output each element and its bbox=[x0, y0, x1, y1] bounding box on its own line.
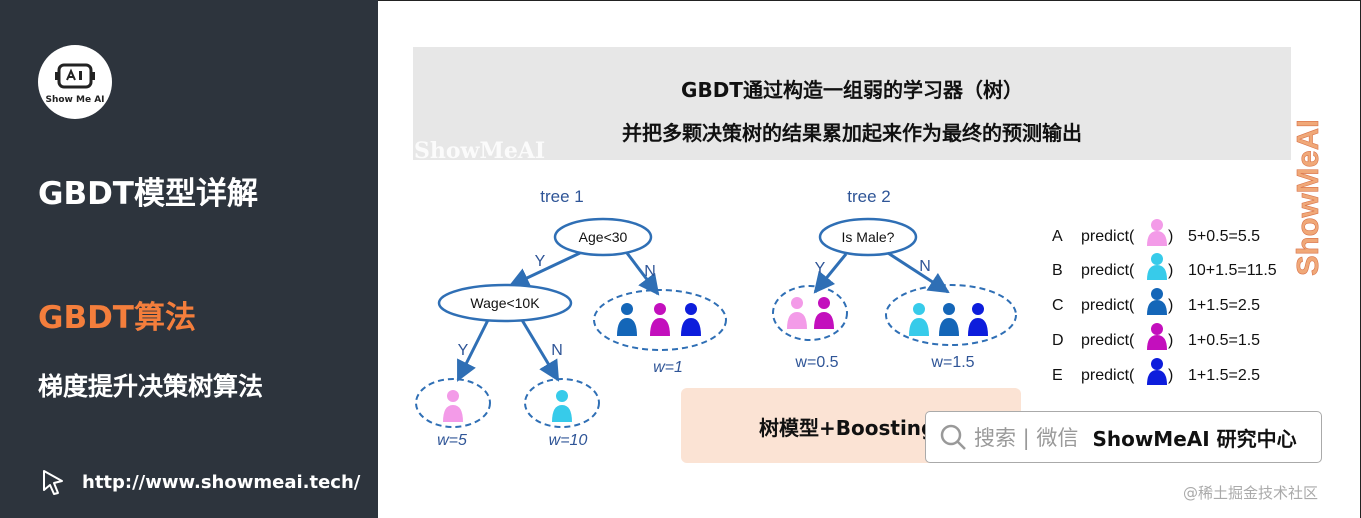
prediction-label: predict( bbox=[1081, 367, 1135, 384]
prediction-close: ) bbox=[1168, 332, 1173, 349]
source-credit: @稀土掘金技术社区 bbox=[1183, 484, 1319, 502]
tree2-leaf-left bbox=[772, 285, 848, 341]
logo: Show Me AI bbox=[38, 45, 112, 119]
tree2-root-label: Is Male? bbox=[842, 229, 895, 245]
person-icon-d bbox=[1147, 323, 1167, 350]
prediction-result: 10+1.5=11.5 bbox=[1188, 262, 1277, 279]
person-icon-a bbox=[787, 297, 807, 329]
prediction-close: ) bbox=[1168, 367, 1173, 384]
website-url[interactable]: http://www.showmeai.tech/ bbox=[82, 471, 361, 493]
page-title: GBDT模型详解 bbox=[38, 176, 258, 212]
wechat-search-box[interactable]: 搜索 | 微信 ShowMeAI 研究中心 bbox=[925, 411, 1322, 463]
prediction-row-d: D predict( ) 1+0.5=1.5 bbox=[1052, 323, 1260, 350]
tree2-root-node bbox=[818, 217, 918, 257]
tree1-leaf-right-weight: w=1 bbox=[653, 359, 683, 376]
person-icon-c bbox=[939, 303, 959, 336]
prediction-close: ) bbox=[1168, 228, 1173, 245]
prediction-label: predict( bbox=[1081, 262, 1135, 279]
tree1-edge-yes bbox=[508, 251, 581, 288]
boosting-label: 树模型+Boosting bbox=[759, 416, 936, 440]
person-icon-d bbox=[814, 297, 834, 329]
tree1-root-node bbox=[553, 217, 653, 257]
tree2-no-label: N bbox=[919, 258, 931, 275]
search-brand: ShowMeAI 研究中心 bbox=[1092, 426, 1297, 451]
tree1-left-edge-yes bbox=[456, 319, 490, 382]
person-icon-b bbox=[1147, 253, 1167, 280]
tree1-leaf-ll-weight: w=5 bbox=[437, 432, 467, 449]
prediction-label: predict( bbox=[1081, 228, 1135, 245]
tree1-leaf-right bbox=[593, 289, 727, 351]
prediction-result: 1+1.5=2.5 bbox=[1188, 367, 1260, 384]
prediction-row-b: B predict( ) 10+1.5=11.5 bbox=[1052, 253, 1277, 280]
robot-icon bbox=[55, 63, 95, 89]
banner-line-1: GBDT通过构造一组弱的学习器（树） bbox=[681, 78, 1023, 102]
prediction-row-c: C predict( ) 1+1.5=2.5 bbox=[1052, 288, 1260, 315]
prediction-id: D bbox=[1052, 332, 1064, 349]
person-icon-b bbox=[552, 390, 572, 422]
tree1-left-node bbox=[437, 283, 573, 323]
tree2-leaf-right-weight: w=1.5 bbox=[930, 354, 974, 371]
vertical-watermark: ShowMeAI bbox=[1292, 119, 1325, 276]
person-icon-d bbox=[650, 303, 670, 336]
prediction-close: ) bbox=[1168, 297, 1173, 314]
tree1-leaf-lr-weight: w=10 bbox=[549, 432, 588, 449]
person-icon-c bbox=[617, 303, 637, 336]
prediction-row-e: E predict( ) 1+1.5=2.5 bbox=[1052, 358, 1260, 385]
tree2-title: tree 2 bbox=[847, 187, 890, 206]
tree1-leaf-lr bbox=[524, 378, 600, 428]
prediction-result: 1+0.5=1.5 bbox=[1188, 332, 1260, 349]
search-hint: 搜索 | 微信 bbox=[974, 426, 1079, 450]
tree2-leaf-right bbox=[885, 284, 1017, 346]
person-icon-a bbox=[1147, 219, 1167, 246]
website-link[interactable]: http://www.showmeai.tech/ bbox=[38, 467, 360, 497]
tree1-left-edge-no bbox=[520, 319, 560, 382]
section-subtitle: 梯度提升决策树算法 bbox=[38, 372, 264, 401]
tree1-leaf-ll bbox=[415, 378, 491, 428]
tree1-left-yes-label: Y bbox=[458, 342, 469, 359]
person-icon-c bbox=[1147, 288, 1167, 315]
tree1-yes-label: Y bbox=[535, 253, 546, 270]
prediction-label: predict( bbox=[1081, 332, 1135, 349]
tree1-root-label: Age<30 bbox=[579, 229, 628, 245]
tree1-left-label: Wage<10K bbox=[470, 295, 540, 311]
tree2-edge-no bbox=[887, 251, 950, 294]
tree2-yes-label: Y bbox=[815, 260, 826, 277]
tree1-no-label: N bbox=[644, 263, 656, 280]
prediction-id: B bbox=[1052, 262, 1063, 279]
watermark: ShowMeAI bbox=[414, 138, 546, 164]
person-icon-e bbox=[968, 303, 988, 336]
cursor-click-icon bbox=[43, 470, 63, 495]
banner-line-2: 并把多颗决策树的结果累加起来作为最终的预测输出 bbox=[622, 121, 1082, 145]
vertical-watermark-text: ShowMeAI bbox=[1292, 119, 1325, 276]
person-icon-e bbox=[1147, 358, 1167, 385]
logo-text: Show Me AI bbox=[45, 95, 105, 105]
person-icon-e bbox=[681, 303, 701, 336]
person-icon-a bbox=[443, 390, 463, 422]
prediction-id: A bbox=[1052, 228, 1063, 245]
prediction-id: E bbox=[1052, 367, 1063, 384]
person-icon-b bbox=[909, 303, 929, 336]
prediction-label: predict( bbox=[1081, 297, 1135, 314]
summary-banner: GBDT通过构造一组弱的学习器（树） 并把多颗决策树的结果累加起来作为最终的预测… bbox=[413, 47, 1291, 160]
prediction-close: ) bbox=[1168, 262, 1173, 279]
tree1-edge-no bbox=[625, 252, 660, 296]
section-title: GBDT算法 bbox=[38, 300, 196, 336]
tree2-edge-yes bbox=[813, 253, 848, 294]
sidebar: Show Me AI GBDT模型详解 GBDT算法 梯度提升决策树算法 htt… bbox=[0, 0, 378, 518]
prediction-result: 5+0.5=5.5 bbox=[1188, 228, 1260, 245]
tree2-leaf-left-weight: w=0.5 bbox=[794, 354, 838, 371]
tree1-title: tree 1 bbox=[540, 187, 583, 206]
tree1-left-no-label: N bbox=[551, 342, 563, 359]
prediction-id: C bbox=[1052, 297, 1064, 314]
search-icon bbox=[940, 424, 966, 450]
prediction-row-a: A predict( ) 5+0.5=5.5 bbox=[1052, 219, 1260, 246]
prediction-result: 1+1.5=2.5 bbox=[1188, 297, 1260, 314]
